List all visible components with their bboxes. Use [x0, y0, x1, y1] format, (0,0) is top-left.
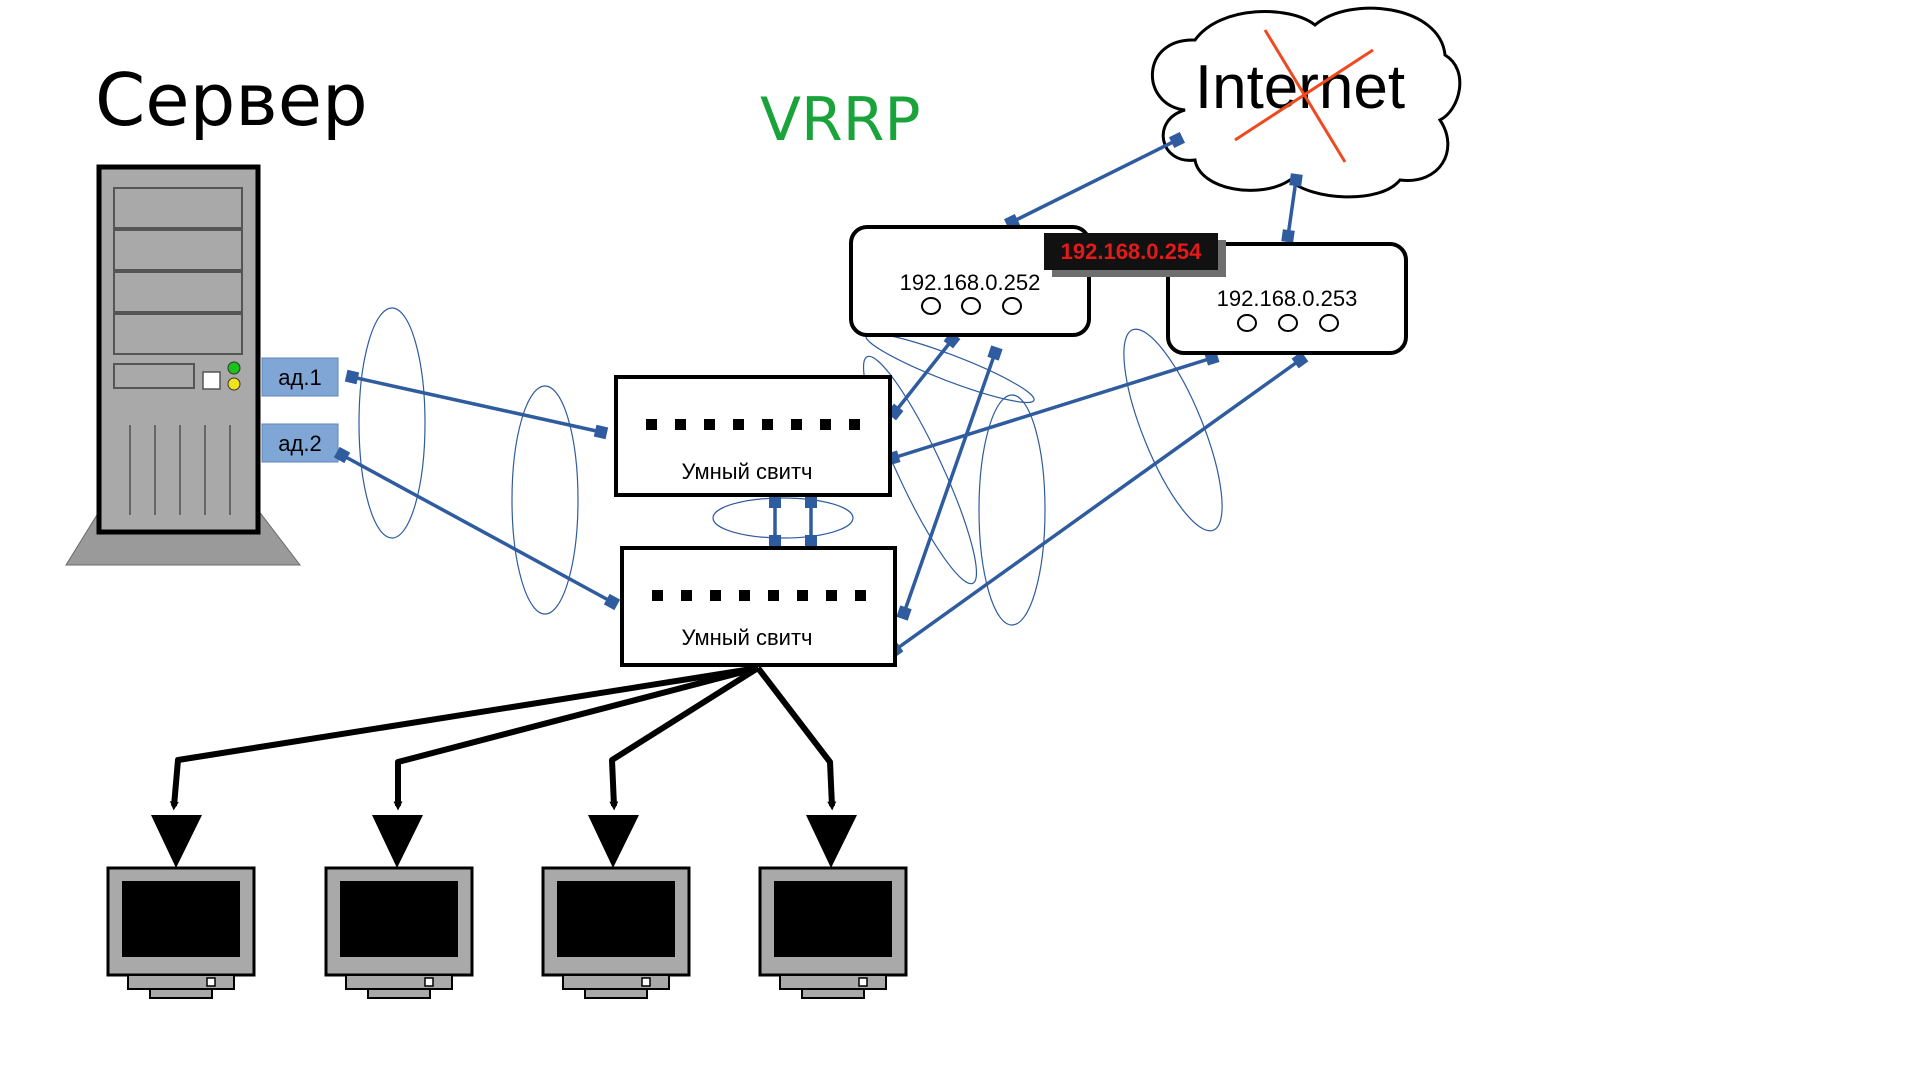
port-icon	[921, 297, 941, 315]
smart-switch-2: Умный свитч	[620, 546, 897, 667]
router-1-ip: 192.168.0.252	[900, 270, 1041, 295]
server-title: Сервер	[95, 58, 368, 142]
network-links	[341, 138, 1302, 652]
virtual-ip-badge: 192.168.0.254	[1044, 233, 1226, 277]
monitor-icon	[541, 866, 691, 999]
lag-ellipse-router1-down	[862, 355, 978, 585]
adapter-2: ад.2	[261, 423, 339, 463]
port-icon	[961, 297, 981, 315]
lag-ellipse-server-uplinks	[358, 307, 426, 539]
workstation-3	[541, 866, 691, 999]
port-icon	[1319, 314, 1339, 332]
virtual-ip-label: 192.168.0.254	[1061, 239, 1202, 264]
switch-2-label: Умный свитч	[682, 625, 813, 650]
link-to-workstation-3	[609, 665, 760, 811]
switch-ports-icon	[646, 419, 860, 430]
router-2-ip: 192.168.0.253	[1217, 286, 1358, 311]
monitor-icon	[324, 866, 474, 999]
link-to-workstation-4	[755, 666, 837, 811]
port-icon	[1237, 314, 1257, 332]
lag-ellipse-switch-downlinks	[511, 385, 579, 615]
switch-ports-icon	[652, 590, 866, 601]
router-1: 192.168.0.252	[849, 225, 1091, 337]
link-to-workstation-1	[169, 665, 759, 811]
internet-cloud-icon: Internet	[1150, 6, 1462, 199]
workstation-1	[106, 866, 256, 999]
port-icon	[1002, 297, 1022, 315]
smart-switch-1: Умный свитч	[614, 375, 892, 497]
monitor-icon	[758, 866, 908, 999]
monitor-icon	[106, 866, 256, 999]
lag-ellipse-router2-links-a	[978, 394, 1046, 626]
lag-ellipse-router2-links-b	[1123, 328, 1223, 532]
port-icon	[1278, 314, 1298, 332]
adapter-1: ад.1	[261, 357, 339, 397]
distribution-links	[151, 665, 857, 868]
adapter-1-label: ад.1	[278, 365, 321, 390]
server-tower-icon	[65, 164, 302, 566]
workstation-2	[324, 866, 474, 999]
adapter-2-label: ад.2	[278, 431, 321, 456]
link-to-workstation-2	[393, 665, 759, 811]
switch-1-label: Умный свитч	[682, 459, 813, 484]
protocol-label: VRRP	[760, 85, 921, 155]
workstation-4	[758, 866, 908, 999]
lag-ellipse-stack-link	[712, 497, 854, 539]
router-2: 192.168.0.253	[1166, 242, 1408, 355]
